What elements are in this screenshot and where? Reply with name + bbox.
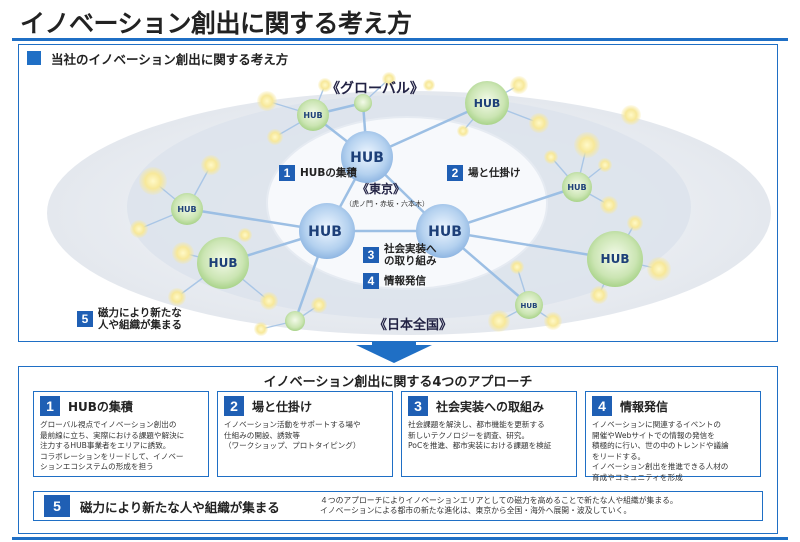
number-badge: 3 [363,247,379,263]
number-badge: 2 [447,165,463,181]
number-badge: 5 [77,311,93,327]
diagram-label-text: 磁力により新たな 人や組織が集まる [98,307,182,331]
approach-card-4: 4 情報発信 イノベーションに関連するイベントの 開催やWebサイトでの情報の発… [585,391,761,482]
diagram-label-text: HUBの集積 [300,167,357,179]
card-description: 社会課題を解決し、都市機能を更新する 新しいテクノロジーを調査、研究。 PoCを… [408,420,552,450]
page-title: イノベーション創出に関する考え方 [20,9,412,38]
hub-node-label: HUB [350,150,384,166]
card-title: 場と仕掛け [252,399,313,414]
card-title: 磁力により新たな人や組織が集まる [80,499,280,515]
number-badge: 5 [44,495,70,517]
section-heading-text: 当社のイノベーション創出に関する考え方 [51,51,289,67]
card-head: 3 社会実装への取組み [402,392,576,418]
section-heading: 当社のイノベーション創出に関する考え方 [27,49,288,67]
card-description: ４つのアプローチによりイノベーションエリアとしての磁力を高めることで新たな人や組… [320,495,678,516]
heading-square-icon [27,51,41,65]
approach-card-3: 3 社会実装への取組み 社会課題を解決し、都市機能を更新する 新しいテクノロジー… [401,391,577,477]
card-head: 4 情報発信 [586,392,760,418]
card-description: イノベーション活動をサポートする場や 仕組みの開設、誘致等 （ワークショップ、プ… [224,420,361,450]
down-arrow-icon [356,345,432,363]
hub-node-label: HUB [521,302,538,310]
title-divider [12,38,788,41]
approach-card-1: 1 HUBの集積 グローバル視点でイノベーション創出の 最前線に立ち、実際におけ… [33,391,209,477]
diagram-label-5: 5 磁力により新たな 人や組織が集まる [77,307,182,331]
hub-node-label: HUB [177,205,196,214]
diagram-label-2: 2 場と仕掛け [447,165,521,181]
diagram-label-text: 場と仕掛け [468,167,521,179]
number-badge: 2 [224,396,244,416]
card-description: イノベーションに関連するイベントの 開催やWebサイトでの情報の発信を 積極的に… [592,420,729,482]
hub-node-label: HUB [474,97,501,110]
card-head: 1 HUBの集積 [34,392,208,418]
hub-node-label: HUB [303,111,322,120]
card-description: グローバル視点でイノベーション創出の 最前線に立ち、実際における課題や解決に 注… [40,420,185,471]
card-title: 情報発信 [620,399,669,414]
down-arrow-stem [372,341,416,347]
region-japan-label: 《日本全国》 [374,317,452,333]
hub-node-label: HUB [567,183,586,192]
concept-panel: 当社のイノベーション創出に関する考え方 [18,44,778,342]
number-badge: 3 [408,396,428,416]
bottom-divider [12,537,788,540]
hub-node-label: HUB [601,252,630,266]
approach-title: イノベーション創出に関する4つのアプローチ [263,375,533,390]
diagram-label-text: 情報発信 [384,275,426,287]
hub-network-diagram: HUB HUB HUB HUB HUB HUB HUB HUB HUB HUB … [47,72,771,336]
number-badge: 1 [40,396,60,416]
card-title: HUBの集積 [68,399,133,414]
hub-node-label: HUB [428,224,462,240]
diagram-label-3: 3 社会実装へ の取り組み [363,243,437,267]
approach-panel: イノベーション創出に関する4つのアプローチ 1 HUBの集積 グローバル視点でイ… [18,366,778,534]
diagram-label-text: 社会実装へ の取り組み [384,243,437,267]
outer-hubs: HUB HUB HUB HUB HUB HUB HUB [171,81,643,331]
tokyo-hubs: HUB HUB HUB [299,131,470,259]
glow-dots [130,72,671,336]
diagram-label-1: 1 HUBの集積 [279,165,357,181]
approach-card-2: 2 場と仕掛け イノベーション活動をサポートする場や 仕組みの開設、誘致等 （ワ… [217,391,393,477]
region-tokyo-sub-label: （虎ノ門・赤坂・六本木） [345,199,429,208]
approach-card-5: 5 磁力により新たな人や組織が集まる ４つのアプローチによりイノベーションエリア… [33,491,763,521]
region-tokyo-label: 《東京》 [357,181,405,196]
number-badge: 1 [279,165,295,181]
number-badge: 4 [592,396,612,416]
region-global-label: 《グローバル》 [326,80,424,97]
card-title: 社会実装への取組み [436,399,545,414]
number-badge: 4 [363,273,379,289]
hub-node-label: HUB [209,256,238,270]
hub-node-label: HUB [308,224,342,240]
card-head: 2 場と仕掛け [218,392,392,418]
diagram-label-4: 4 情報発信 [363,273,426,289]
